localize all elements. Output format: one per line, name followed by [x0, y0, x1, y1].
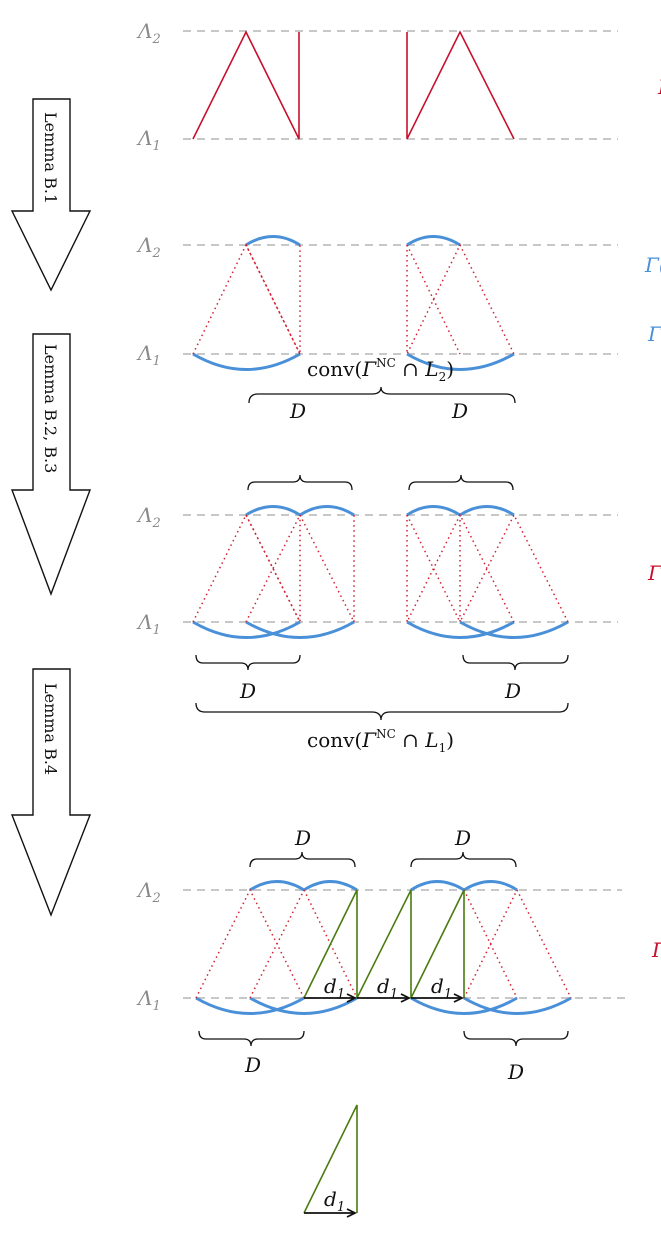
lambda1-label-row4: Λ1: [136, 986, 161, 1014]
step-arrow-1: Lemma B.1: [10, 98, 92, 292]
D-label-row4-bottom-left: D: [244, 1053, 261, 1077]
lambda1-label-row3: Λ1: [136, 610, 161, 638]
D-label-row4-top-left: D: [294, 826, 311, 850]
conv-L2-label: conv(ΓNC ∩ L2): [307, 356, 454, 384]
d1-label-2: d1: [377, 974, 398, 1002]
step-label-3: Lemma B.4: [41, 683, 60, 775]
side-label-row1: Γ: [657, 75, 661, 99]
d1-label-triangle: d1: [324, 1187, 345, 1215]
red-path-left: [192, 30, 300, 140]
step-label-2: Lemma B.2, B.3: [41, 344, 60, 473]
lambda2-label-row2: Λ2: [136, 233, 161, 261]
side-label-row2-bottom: Γ: [647, 322, 661, 346]
D-label-row4-top-right: D: [454, 826, 471, 850]
blue-arc-top-left: [245, 235, 301, 247]
D-label-bottom-right: D: [504, 679, 521, 703]
lambda2-label-row1: Λ2: [136, 19, 161, 47]
row-1: Γ: [183, 30, 661, 140]
d1-label-1: d1: [324, 974, 345, 1002]
lambda2-label-row3: Λ2: [136, 503, 161, 531]
green-path: [303, 889, 465, 999]
d1-arrows: [304, 993, 465, 1003]
blue-arc-top-right: [406, 235, 461, 247]
step-arrow-2: Lemma B.2, B.3: [10, 333, 92, 596]
blue-arc-bottom-right: [406, 352, 515, 371]
row-4: D D d1 d1: [183, 826, 661, 1084]
red-path-right: [406, 30, 515, 140]
D-label-top-left: D: [289, 399, 306, 423]
step-arrow-3: Lemma B.4: [10, 668, 92, 917]
step-label-1: Lemma B.1: [41, 112, 60, 204]
conv-L1-label: conv(ΓNC ∩ L1): [307, 727, 454, 755]
level-labels: Λ2 Λ1 Λ2 Λ1 Λ2 Λ1 Λ2 Λ1: [136, 19, 161, 1014]
triangle-detail: d1: [303, 1104, 358, 1218]
side-label-row2-top: Γ(: [644, 253, 661, 277]
d1-label-3: d1: [431, 974, 452, 1002]
row-2: Γ( Γ: [183, 235, 661, 371]
D-label-bottom-left: D: [239, 679, 256, 703]
blue-arc-bottom-left: [192, 352, 301, 371]
D-label-row4-bottom-right: D: [507, 1060, 524, 1084]
side-label-row4: Γ: [651, 938, 661, 962]
lambda1-label-row1: Λ1: [136, 126, 161, 154]
row-3: conv(ΓNC ∩ L2) D D Γ D D conv(ΓNC ∩: [183, 356, 661, 755]
side-label-row3: Γ: [647, 561, 661, 585]
lambda1-label-row2: Λ1: [136, 341, 161, 369]
lambda2-label-row4: Λ2: [136, 878, 161, 906]
D-label-top-right: D: [451, 399, 468, 423]
